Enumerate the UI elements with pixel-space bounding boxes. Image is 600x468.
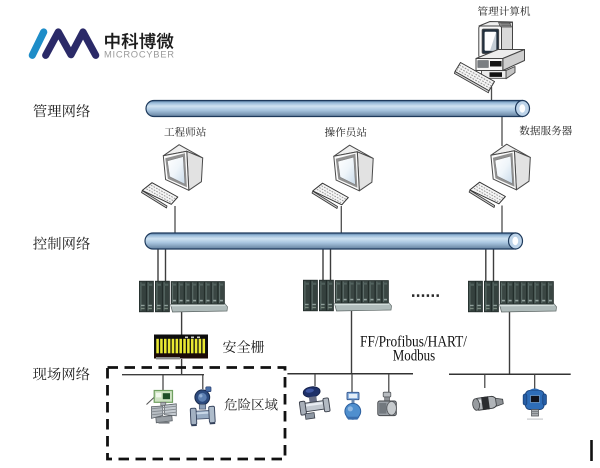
- svg-text:FF/Profibus/HART/: FF/Profibus/HART/: [360, 334, 467, 351]
- svg-text:Modbus: Modbus: [393, 348, 436, 365]
- svg-text:MICROCYBER: MICROCYBER: [104, 49, 174, 60]
